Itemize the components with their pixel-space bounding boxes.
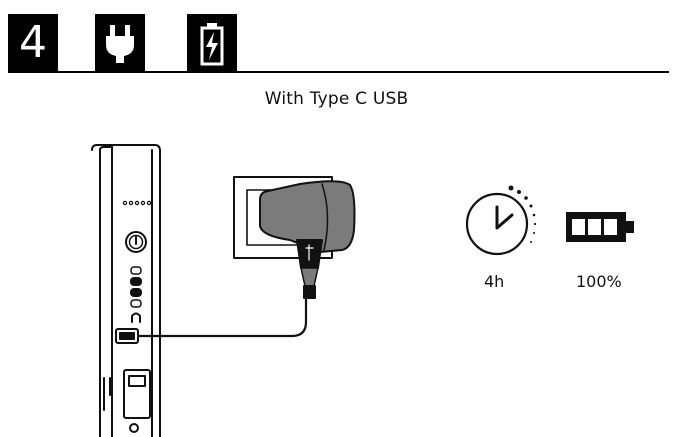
header-rule bbox=[8, 71, 669, 73]
clock-icon bbox=[465, 185, 537, 256]
battery-full-icon bbox=[566, 212, 634, 242]
clock-progress-dots bbox=[508, 185, 537, 243]
power-button-icon bbox=[125, 231, 147, 253]
subtitle: With Type C USB bbox=[264, 89, 409, 109]
mode-indicators bbox=[130, 266, 142, 323]
battery-icon-box bbox=[187, 14, 237, 72]
charge-level: 100% bbox=[576, 272, 622, 291]
charge-duration: 4h bbox=[484, 272, 505, 291]
led-indicators bbox=[122, 200, 152, 206]
plug-icon bbox=[106, 25, 134, 63]
step-number: 4 bbox=[19, 17, 47, 68]
plug-icon-box bbox=[95, 14, 145, 72]
usb-cable bbox=[136, 296, 308, 338]
step-number-box: 4 bbox=[8, 14, 58, 72]
device bbox=[91, 144, 161, 437]
charger-adapter bbox=[259, 180, 356, 299]
battery-charging-icon bbox=[200, 23, 224, 66]
